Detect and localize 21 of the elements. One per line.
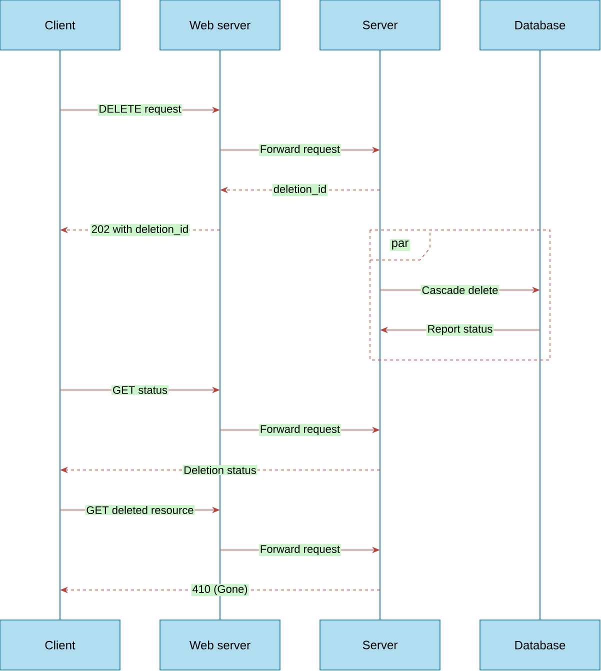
edge-label: Forward request: [258, 144, 342, 156]
edge-label: Forward request: [258, 544, 342, 556]
participant-box: Server: [320, 0, 440, 50]
edge-label: Cascade delete: [420, 284, 500, 296]
edge-label: 410 (Gone): [191, 584, 249, 596]
edge-label: GET status: [112, 385, 168, 395]
edge-label: Deletion status: [182, 464, 258, 476]
edge-label: deletion_id: [272, 184, 328, 196]
participant-box: Web server: [160, 620, 280, 670]
participant-box: Web server: [160, 0, 280, 50]
participant-box: Server: [320, 620, 440, 670]
fragment-tag: par: [370, 230, 430, 260]
participant-box: Database: [480, 0, 600, 50]
edge-label: 202 with deletion_id: [90, 224, 190, 236]
edge-label: Forward request: [258, 424, 342, 436]
participant-box: Client: [0, 620, 120, 670]
edge-label: DELETE request: [98, 104, 182, 116]
participant-box: Database: [480, 620, 600, 670]
edge-label: Report status: [426, 324, 494, 336]
participant-box: Client: [0, 0, 120, 50]
edge-label: GET deleted resource: [85, 504, 195, 516]
